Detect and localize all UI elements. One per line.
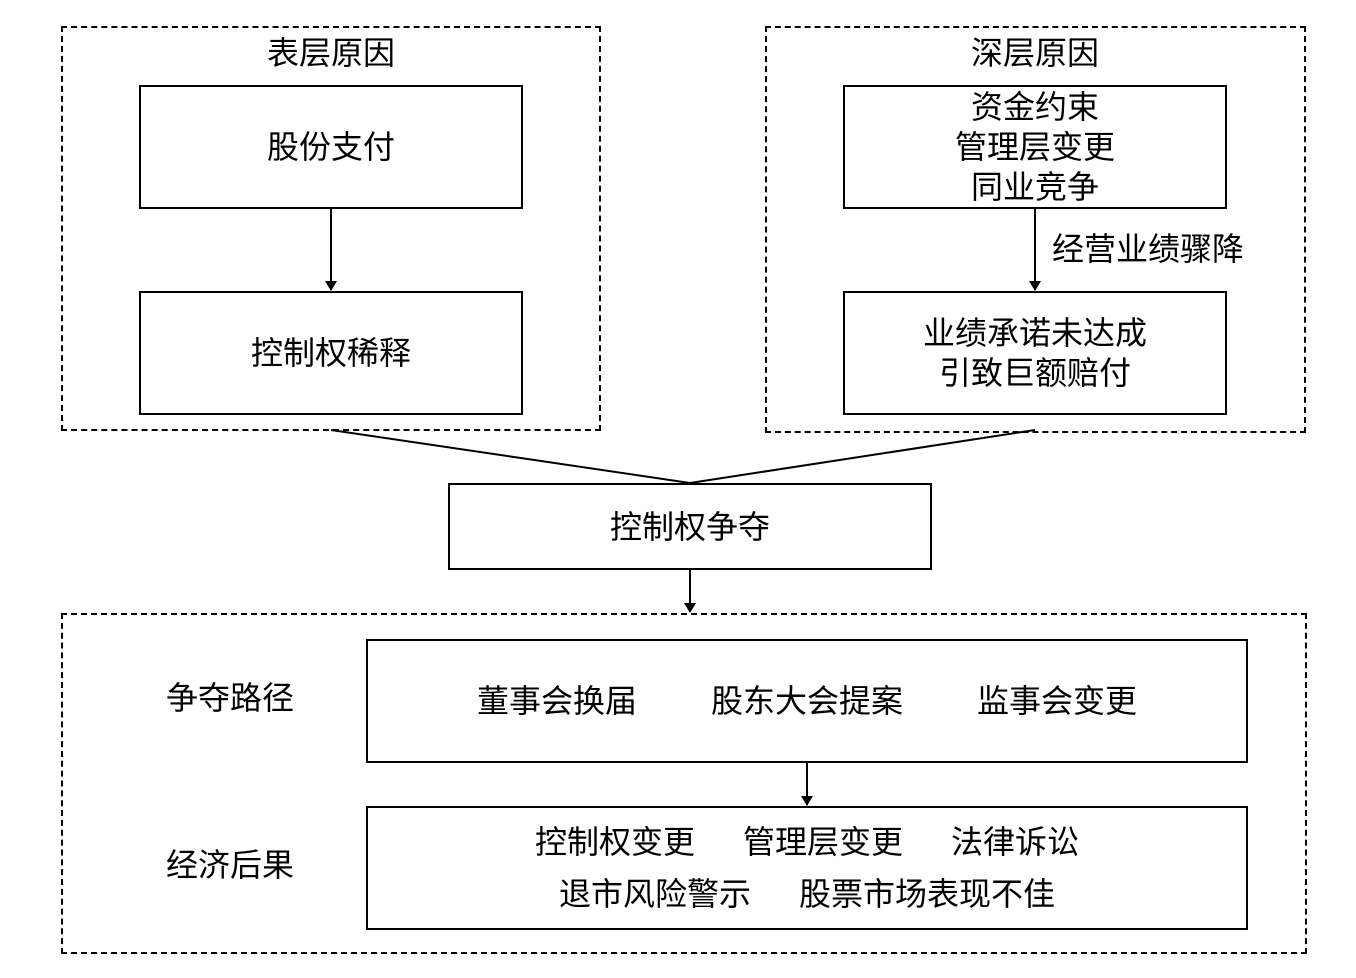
contest-path-label: 争夺路径: [166, 679, 295, 717]
consequence-management-change: 管理层变更: [742, 823, 903, 861]
consequence-control-change: 控制权变更: [534, 823, 695, 861]
control-contest-box: 控制权争夺: [448, 483, 932, 570]
share-payment-label: 股份支付: [266, 128, 395, 166]
consequence-row-2: 退市风险警示 股票市场表现不佳: [368, 868, 1246, 920]
economic-consequence-label: 经济后果: [166, 846, 295, 884]
share-payment-box: 股份支付: [139, 85, 523, 209]
deep-causes-title: 深层原因: [970, 34, 1099, 72]
deep-factor-management: 管理层变更: [954, 128, 1115, 166]
performance-drop-label: 经营业绩骤降: [1052, 230, 1245, 268]
consequence-stock-performance: 股票市场表现不佳: [799, 875, 1056, 913]
deep-causes-group: [765, 26, 1306, 433]
contest-outcome-group: [61, 613, 1307, 954]
deep-factor-capital: 资金约束: [970, 88, 1099, 126]
surface-causes-group: [61, 26, 601, 431]
path-item-shareholder: 股东大会提案: [710, 682, 903, 720]
merge-line-right: [689, 429, 1036, 484]
consequence-litigation: 法律诉讼: [951, 823, 1080, 861]
control-contest-label: 控制权争夺: [609, 507, 770, 546]
contest-path-items: 董事会换届 股东大会提案 监事会变更: [368, 681, 1246, 721]
commitment-box: 业绩承诺未达成 引致巨额赔付: [843, 291, 1227, 415]
contest-path-box: 董事会换届 股东大会提案 监事会变更: [366, 639, 1248, 763]
path-item-board: 董事会换届: [476, 682, 637, 720]
control-dilution-label: 控制权稀释: [250, 334, 411, 372]
consequence-delisting-warning: 退市风险警示: [558, 875, 751, 913]
economic-consequence-box: 控制权变更 管理层变更 法律诉讼 退市风险警示 股票市场表现不佳: [366, 806, 1248, 930]
merge-line-left: [330, 429, 691, 484]
consequence-row-1: 控制权变更 管理层变更 法律诉讼: [368, 816, 1246, 868]
commitment-line-1: 业绩承诺未达成: [922, 314, 1147, 352]
path-item-supervisory: 监事会变更: [977, 682, 1138, 720]
control-dilution-box: 控制权稀释: [139, 291, 523, 415]
deep-factor-competition: 同业竞争: [970, 168, 1099, 206]
commitment-line-2: 引致巨额赔付: [938, 354, 1131, 392]
deep-factors-box: 资金约束 管理层变更 同业竞争: [843, 85, 1227, 209]
surface-causes-title: 表层原因: [266, 34, 395, 72]
